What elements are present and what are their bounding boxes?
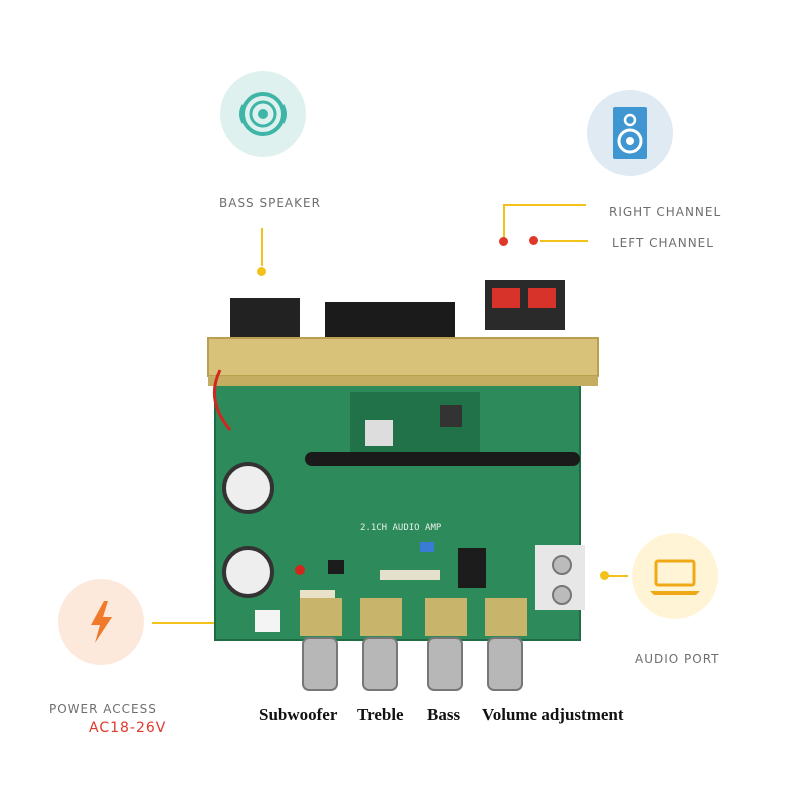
power-voltage-label: AC18-26V: [89, 720, 167, 736]
board-model-text: 2.1CH AUDIO AMP: [360, 523, 442, 533]
lightning-icon-circle: [58, 579, 144, 665]
capacitor: [222, 462, 274, 514]
bass-speaker-leader: [261, 228, 263, 266]
amplifier-board: 2.1CH AUDIO AMP: [207, 280, 599, 691]
treble-knob: [362, 637, 398, 691]
power-leader: [152, 622, 244, 624]
right-channel-dot: [499, 237, 508, 246]
subwoofer-knob: [302, 637, 338, 691]
bass-speaker-terminal: [230, 298, 300, 338]
bass-speaker-icon: [239, 92, 287, 136]
laptop-icon: [650, 559, 700, 595]
lightning-icon: [91, 601, 112, 643]
power-access-label: POWER ACCESS: [49, 702, 157, 716]
volume-knob: [487, 637, 523, 691]
bass-speaker-label: BASS SPEAKER: [219, 196, 321, 210]
bass-speaker-dot: [257, 267, 266, 276]
left-channel-label: LEFT CHANNEL: [612, 236, 714, 250]
power-connector: [255, 610, 280, 632]
tower-speaker-icon: [613, 107, 647, 159]
audio-port-label: AUDIO PORT: [635, 652, 720, 666]
right-channel-leader-h: [503, 204, 586, 206]
laptop-icon-circle: [632, 533, 718, 619]
tower-speaker-icon-circle: [587, 90, 673, 176]
bass-knob: [427, 637, 463, 691]
left-channel-dot: [529, 236, 538, 245]
cooling-fan: [325, 302, 455, 342]
subwoofer-label: Subwoofer: [259, 705, 338, 724]
right-channel-label: RIGHT CHANNEL: [609, 205, 722, 219]
volume-adjustment-label: Volume adjustment: [482, 705, 624, 724]
bass-label: Bass: [427, 705, 461, 724]
audio-port-leader: [606, 575, 628, 577]
left-channel-leader: [540, 240, 588, 242]
pcb: [215, 340, 580, 640]
treble-label: Treble: [357, 705, 404, 724]
heatsink: [208, 338, 598, 376]
right-channel-leader-v: [503, 204, 505, 238]
audio-port-dot: [600, 571, 609, 580]
capacitor: [222, 546, 274, 598]
bass-speaker-icon-circle: [220, 71, 306, 157]
